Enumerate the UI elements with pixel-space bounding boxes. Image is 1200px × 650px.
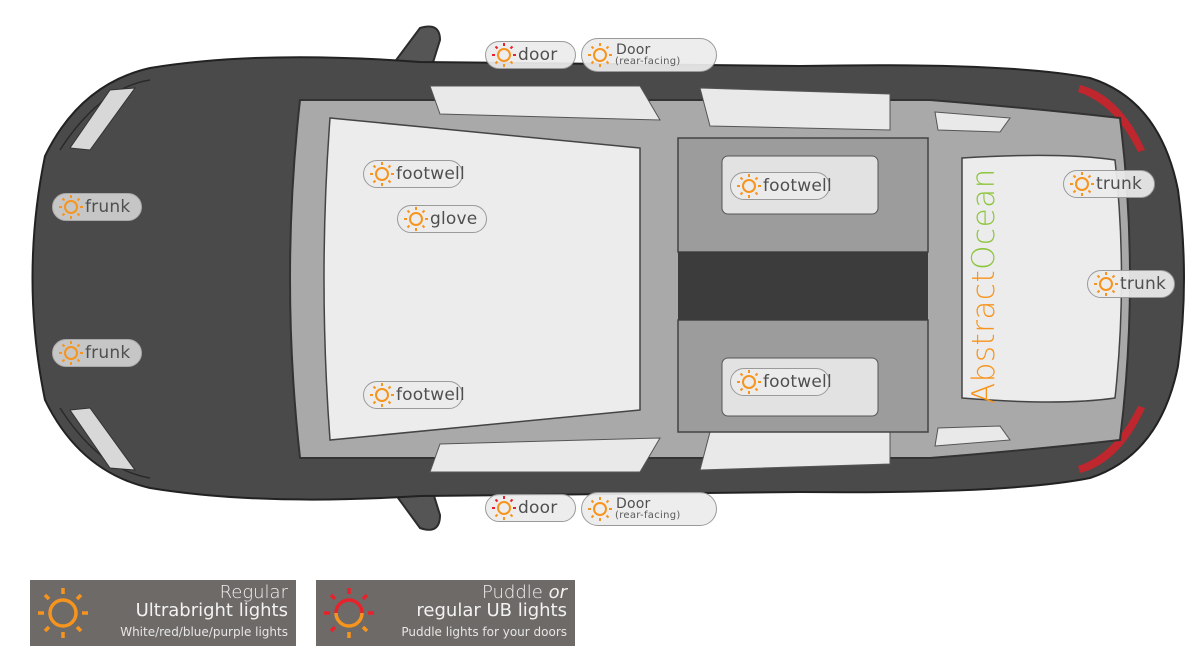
rear-floor-center [678,252,928,320]
sun-icon [1070,172,1094,196]
tail-light-lower [1078,406,1145,473]
legend-puddle-note: Puddle lights for your doors [401,625,567,639]
sun-icon [737,370,761,394]
light-label: Door [616,496,651,512]
svg-text:AbstractOcean: AbstractOcean [966,168,1002,404]
legend-regular-subtitle: Ultrabright lights [135,600,288,621]
light-label: footwell [763,372,832,392]
light-sublabel: (rear-facing) [615,510,681,521]
light-label: footwell [763,176,832,196]
light-label: door [518,45,558,65]
light-label: Door [616,42,651,58]
tail-light-upper [1078,85,1145,152]
light-trunk-lower: trunk [1087,270,1175,298]
legend-puddle-title-text: Puddle [481,582,543,603]
light-door-front-top: door [485,41,576,69]
light-label: door [518,498,558,518]
light-glove: glove [397,205,487,233]
brand-word-ocean: Ocean [966,168,1002,270]
sun-icon [588,497,612,521]
sun-icon [38,588,88,638]
puddle-sun-icon [492,43,516,67]
sun-icon [737,174,761,198]
puddle-sun-icon [492,496,516,520]
sun-icon [59,341,83,365]
light-frunk-upper: frunk [52,193,142,221]
light-label: frunk [85,343,131,363]
light-label: trunk [1120,274,1167,294]
brand-word-abstract: Abstract [966,270,1002,404]
light-label: footwell [396,164,465,184]
light-label: footwell [396,385,465,405]
light-label: frunk [85,197,131,217]
legend-puddle-title: Puddle or [482,582,567,603]
legend-regular-title: Regular [219,582,288,603]
puddle-sun-icon [324,588,374,638]
light-label: trunk [1096,174,1143,194]
legend-regular: Regular Ultrabright lights White/red/blu… [30,580,296,646]
light-footwell-passenger: footwell [363,381,465,409]
brand-logo: AbstractOcean [966,168,1002,404]
light-footwell-driver: footwell [363,160,465,188]
light-label: glove [430,209,478,229]
legend-regular-note: White/red/blue/purple lights [120,625,288,639]
legend-puddle-subtitle: regular UB lights [416,600,567,621]
sun-icon [1094,272,1118,296]
light-door-front-bottom: door [485,494,576,522]
light-footwell-rear-left: footwell [730,172,832,200]
light-sublabel: (rear-facing) [615,56,681,67]
sun-icon [59,195,83,219]
sun-icon [370,383,394,407]
light-door-rear-top: Door (rear-facing) [581,38,717,72]
light-trunk-upper: trunk [1063,170,1155,198]
legend-puddle: Puddle or regular UB lights Puddle light… [316,580,575,646]
light-door-rear-bottom: Door (rear-facing) [581,492,717,526]
sun-icon [404,207,428,231]
legend-puddle-title-or: or [548,582,567,603]
light-frunk-lower: frunk [52,339,142,367]
light-footwell-rear-right: footwell [730,368,832,396]
sun-icon [588,43,612,67]
front-cabin-floor [323,117,641,441]
sun-icon [370,162,394,186]
